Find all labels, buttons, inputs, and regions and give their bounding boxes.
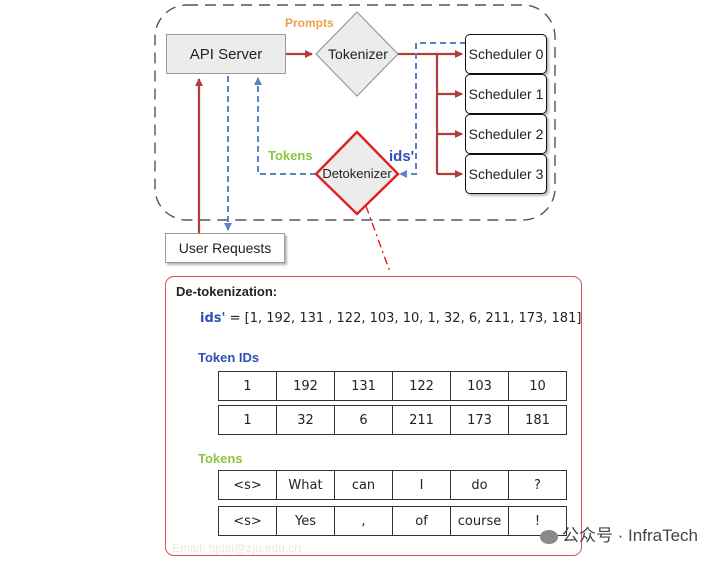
tokens-table-row2: <s> Yes , of course ! xyxy=(218,506,567,536)
scheduler-label: Scheduler 0 xyxy=(468,46,544,62)
wechat-icon xyxy=(539,529,558,544)
table-cell: Yes xyxy=(276,506,335,536)
ids-values: = [1, 192, 131 , 122, 103, 10, 1, 32, 6,… xyxy=(225,311,582,326)
api-server-box: API Server xyxy=(166,34,286,74)
table-cell: ! xyxy=(508,506,567,536)
table-cell: 32 xyxy=(276,405,335,435)
table-row: <s> What can I do ? xyxy=(218,470,567,500)
table-cell: 211 xyxy=(392,405,451,435)
table-row: <s> Yes , of course ! xyxy=(218,506,567,536)
table-cell: <s> xyxy=(218,470,277,500)
table-row: 1 192 131 122 103 10 xyxy=(218,371,567,401)
token-ids-table-row1: 1 192 131 122 103 10 xyxy=(218,371,567,401)
table-cell: do xyxy=(450,470,509,500)
tokenizer-label: Tokenizer xyxy=(328,46,388,62)
tokens-heading: Tokens xyxy=(198,451,243,466)
api-server-label: API Server xyxy=(189,45,263,63)
table-cell: <s> xyxy=(218,506,277,536)
scheduler-label: Scheduler 3 xyxy=(468,166,544,182)
tokenizer-diamond xyxy=(315,11,399,97)
tokens-return-line xyxy=(254,77,316,175)
scheduler-label: Scheduler 2 xyxy=(468,126,544,142)
prompts-label: Prompts xyxy=(285,16,334,30)
table-cell: , xyxy=(334,506,393,536)
table-cell: I xyxy=(392,470,451,500)
table-cell: 131 xyxy=(334,371,393,401)
user-requests-label: User Requests xyxy=(178,240,272,256)
token-ids-table-row2: 1 32 6 211 173 181 xyxy=(218,405,567,435)
scheduler-2-box: Scheduler 2 xyxy=(465,114,547,154)
ids-return-line xyxy=(399,42,466,178)
table-cell: 10 xyxy=(508,371,567,401)
table-cell: 6 xyxy=(334,405,393,435)
scheduler-3-box: Scheduler 3 xyxy=(465,154,547,194)
table-cell: ? xyxy=(508,470,567,500)
ids-sequence: ids' = [1, 192, 131 , 122, 103, 10, 1, 3… xyxy=(200,311,581,326)
table-cell: What xyxy=(276,470,335,500)
ids-label: ids' xyxy=(389,148,415,165)
table-cell: 192 xyxy=(276,371,335,401)
table-cell: 181 xyxy=(508,405,567,435)
scheduler-1-box: Scheduler 1 xyxy=(465,74,547,114)
tokens-table-row1: <s> What can I do ? xyxy=(218,470,567,500)
table-cell: 1 xyxy=(218,405,277,435)
tokens-label: Tokens xyxy=(268,148,313,163)
table-cell: 122 xyxy=(392,371,451,401)
table-cell: 103 xyxy=(450,371,509,401)
table-cell: 173 xyxy=(450,405,509,435)
scheduler-label: Scheduler 1 xyxy=(468,86,544,102)
detokenizer-diamond xyxy=(314,130,400,216)
table-row: 1 32 6 211 173 181 xyxy=(218,405,567,435)
table-cell: of xyxy=(392,506,451,536)
ids-key: ids' xyxy=(200,311,226,326)
detokenizer-label: Detokenizer xyxy=(322,166,392,181)
scheduler-0-box: Scheduler 0 xyxy=(465,34,547,74)
watermark-text: 公众号 · InfraTech xyxy=(561,526,698,545)
email-footer: Email: hjdai@zju.edu.cn xyxy=(172,541,301,555)
panel-title: De-tokenization: xyxy=(176,284,278,299)
watermark: 公众号 · InfraTech xyxy=(539,521,698,546)
user-requests-box: User Requests xyxy=(165,233,285,263)
token-ids-heading: Token IDs xyxy=(198,350,260,365)
table-cell: 1 xyxy=(218,371,277,401)
server-frame xyxy=(154,4,556,221)
table-cell: course xyxy=(450,506,509,536)
detokenizer-leader-line xyxy=(365,205,391,273)
table-cell: can xyxy=(334,470,393,500)
